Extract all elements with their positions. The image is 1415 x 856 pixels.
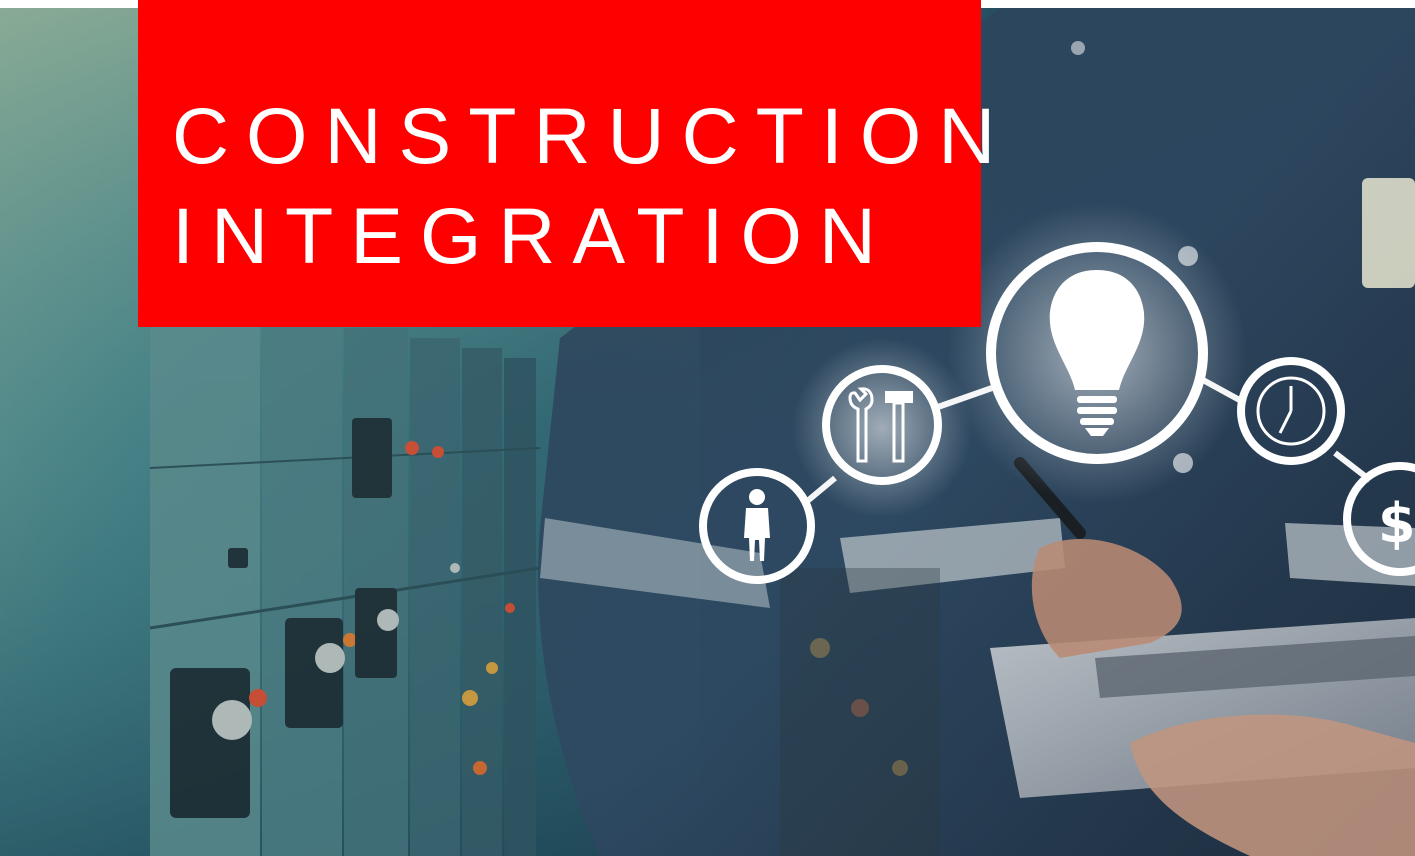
tools-icon bbox=[822, 365, 942, 485]
dollar-icon: $ bbox=[1343, 462, 1415, 576]
clock-icon bbox=[1237, 357, 1345, 465]
lightbulb-icon bbox=[986, 242, 1208, 464]
title-box: CONSTRUCTION INTEGRATION bbox=[138, 0, 1013, 327]
title-line-1: CONSTRUCTION bbox=[172, 91, 1013, 180]
person-icon bbox=[699, 468, 815, 584]
dollar-symbol: $ bbox=[1378, 492, 1415, 555]
title-line-2: INTEGRATION bbox=[172, 191, 893, 280]
